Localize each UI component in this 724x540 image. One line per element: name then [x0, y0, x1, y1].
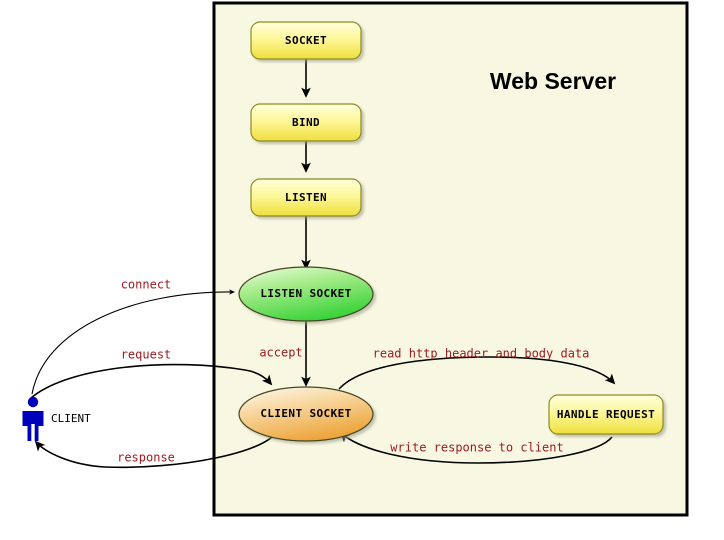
edge-label-write-response: write response to client — [390, 441, 563, 455]
node-client-socket-label: CLIENT SOCKET — [260, 407, 351, 420]
edge-label-accept: accept — [259, 346, 302, 360]
edge-write-response-line — [339, 431, 613, 464]
web-server-title: Web Server — [490, 68, 616, 94]
edge-connect-line — [31, 289, 236, 395]
node-listen-socket[interactable] — [238, 266, 374, 322]
edge-label-request: request — [121, 348, 172, 362]
node-socket-label: SOCKET — [285, 34, 327, 47]
edge-label-response: response — [117, 451, 175, 465]
edge-client-to-listen-socket: connect — [31, 278, 236, 395]
edge-client-to-client-socket: request — [30, 348, 273, 399]
person-icon — [22, 396, 44, 441]
node-listen-socket-shape[interactable] — [238, 266, 374, 322]
node-listen-socket-label: LISTEN SOCKET — [260, 287, 351, 300]
node-listen-label: LISTEN — [285, 191, 327, 204]
node-handle-request[interactable] — [548, 394, 664, 435]
node-bind[interactable] — [250, 103, 362, 142]
edge-handle-request-to-client-socket: write response to client — [339, 431, 613, 464]
edge-client-socket-to-handle-request: read http header and body data — [338, 347, 616, 390]
node-client-socket[interactable] — [238, 386, 374, 442]
node-handle-request-label: HANDLE REQUEST — [557, 408, 655, 421]
edge-request-line — [30, 363, 273, 399]
node-handle-request-shape[interactable] — [548, 394, 664, 435]
node-client-socket-shape[interactable] — [238, 386, 374, 442]
person-icon-body — [22, 411, 44, 441]
edge-listen-socket-to-client-socket: accept — [259, 321, 311, 387]
node-listen[interactable] — [250, 178, 362, 217]
client-actor[interactable]: CLIENT — [22, 396, 92, 441]
node-bind-shape[interactable] — [250, 103, 362, 142]
person-icon-head — [27, 396, 39, 408]
edge-response-line — [34, 431, 277, 469]
edge-label-read-http: read http header and body data — [373, 347, 590, 361]
node-listen-shape[interactable] — [250, 178, 362, 217]
client-actor-label: CLIENT — [51, 412, 91, 425]
node-socket-shape[interactable] — [250, 21, 362, 60]
edge-read-http-line — [338, 356, 616, 390]
node-socket[interactable] — [250, 21, 362, 60]
edge-label-connect: connect — [121, 278, 172, 292]
node-bind-label: BIND — [292, 116, 320, 129]
edge-client-socket-to-client: response — [34, 431, 277, 469]
